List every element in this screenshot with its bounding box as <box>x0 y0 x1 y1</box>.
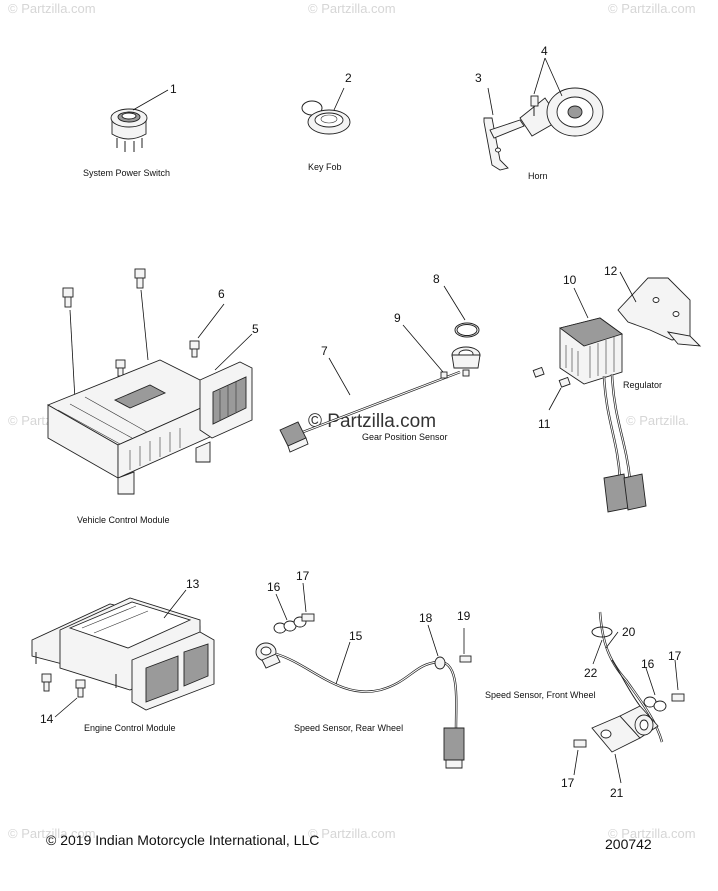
copyright-notice: © 2019 Indian Motorcycle International, … <box>46 832 319 848</box>
callout-17-front-right: 17 <box>668 649 682 663</box>
callout-9: 9 <box>394 311 401 325</box>
watermark-top-left: © Partzilla.com <box>8 1 96 16</box>
callout-14: 14 <box>40 712 54 726</box>
vcm-screw <box>62 268 200 377</box>
watermark-bottom-left: © Partzilla.com <box>8 826 96 841</box>
gear-position-sensor-part <box>279 285 481 453</box>
key-fob-part <box>301 87 351 135</box>
callout-8: 8 <box>433 272 440 286</box>
caption-key-fob: Key Fob <box>308 162 342 172</box>
callout-1: 1 <box>170 82 177 96</box>
callout-13: 13 <box>186 577 200 591</box>
system-power-switch-part <box>110 89 169 152</box>
callout-6: 6 <box>218 287 225 301</box>
callout-21: 21 <box>610 786 624 800</box>
caption-speed-sensor-front: Speed Sensor, Front Wheel <box>485 690 596 700</box>
regulator-part <box>532 271 702 513</box>
callout-3: 3 <box>475 71 482 85</box>
callout-15: 15 <box>349 629 363 643</box>
watermark-bottom-center: © Partzilla.com <box>308 826 396 841</box>
callout-18: 18 <box>419 611 433 625</box>
callout-16-rear: 16 <box>267 580 281 594</box>
speed-sensor-rear-part <box>255 582 472 769</box>
watermark-mid-right: © Partzilla. <box>626 413 689 428</box>
callout-16-front: 16 <box>641 657 655 671</box>
watermark-bottom-right: © Partzilla.com <box>608 826 696 841</box>
callout-22: 22 <box>584 666 598 680</box>
caption-system-power-switch: System Power Switch <box>83 168 170 178</box>
callout-4: 4 <box>541 44 548 58</box>
engine-control-module-part <box>31 589 215 718</box>
callout-17-rear: 17 <box>296 569 310 583</box>
watermark-center: © Partzilla.com <box>308 411 436 432</box>
figure-number: 200742 <box>605 836 652 852</box>
caption-engine-control-module: Engine Control Module <box>84 723 176 733</box>
callout-2: 2 <box>345 71 352 85</box>
vehicle-control-module-part <box>46 268 253 495</box>
callout-17-front-left: 17 <box>561 776 575 790</box>
caption-speed-sensor-rear: Speed Sensor, Rear Wheel <box>294 723 403 733</box>
caption-vehicle-control-module: Vehicle Control Module <box>77 515 170 525</box>
callout-5: 5 <box>252 322 259 336</box>
speed-sensor-front-part <box>573 611 685 784</box>
callout-7: 7 <box>321 344 328 358</box>
caption-gear-position-sensor: Gear Position Sensor <box>362 432 448 442</box>
callout-19: 19 <box>457 609 471 623</box>
callout-12: 12 <box>604 264 618 278</box>
caption-regulator: Regulator <box>623 380 662 390</box>
callout-10: 10 <box>563 273 577 287</box>
watermark-top-right: © Partzilla.com <box>608 1 696 16</box>
caption-horn: Horn <box>528 171 548 181</box>
callout-11: 11 <box>538 417 551 431</box>
callout-20: 20 <box>622 625 636 639</box>
horn-part <box>483 57 604 171</box>
watermark-top-center: © Partzilla.com <box>308 1 396 16</box>
